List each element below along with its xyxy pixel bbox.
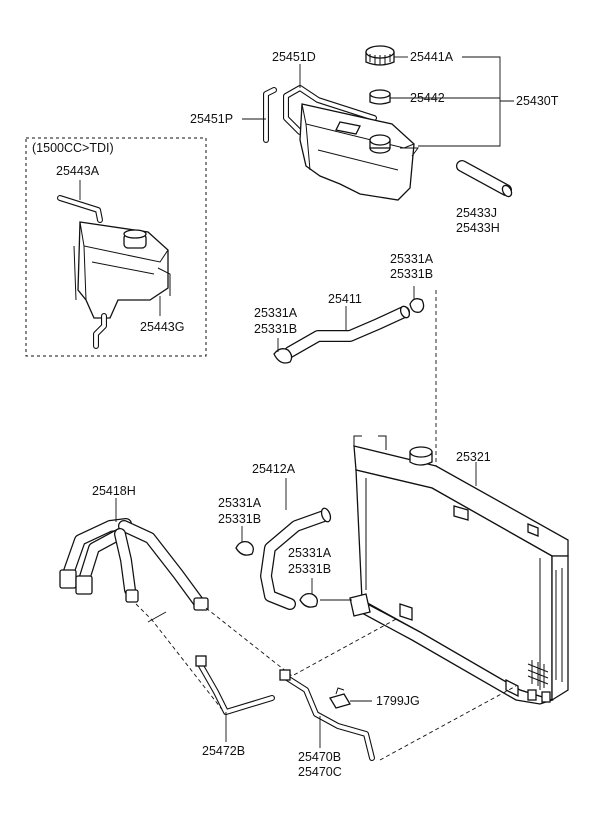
label-25331B-top: 25331B — [390, 267, 434, 281]
label-25451P: 25451P — [190, 112, 234, 126]
label-1799JG: 1799JG — [376, 694, 420, 708]
label-25412A: 25412A — [252, 462, 296, 476]
reservoir-tank — [283, 85, 419, 201]
variant-note: (1500CC>TDI) — [32, 141, 114, 155]
label-25470C: 25470C — [298, 765, 342, 779]
label-25433H: 25433H — [456, 221, 500, 235]
label-25331B-left: 25331B — [254, 322, 298, 336]
label-25331B-low: 25331B — [288, 562, 332, 576]
leader-25430T — [406, 56, 514, 147]
upper-hose-25411 — [273, 298, 425, 364]
label-25331A-mid: 25331A — [218, 496, 262, 510]
cap-25441A — [365, 45, 395, 66]
leader-25331-4 — [311, 578, 352, 601]
label-25451D: 25451D — [272, 50, 316, 64]
label-25331B-mid: 25331B — [218, 512, 262, 526]
label-25430T: 25430T — [516, 94, 559, 108]
radiator-25321 — [349, 435, 569, 705]
label-25331A-top: 25331A — [390, 252, 434, 266]
tube-25470 — [279, 669, 375, 761]
gasket-25442 — [369, 89, 391, 105]
label-25470B: 25470B — [298, 750, 342, 764]
link-tube-2 — [205, 607, 399, 677]
hose-25418H — [59, 518, 209, 611]
tube-25451P — [263, 87, 277, 143]
label-25418H: 25418H — [92, 484, 136, 498]
link-tube-4 — [147, 611, 167, 623]
label-25321: 25321 — [456, 450, 491, 464]
label-25443G: 25443G — [140, 320, 185, 334]
label-25472B: 25472B — [202, 744, 246, 758]
label-25442: 25442 — [410, 91, 445, 105]
link-tube-1 — [135, 603, 225, 713]
lower-hose-25412A — [235, 507, 332, 610]
label-25331A-left: 25331A — [254, 306, 298, 320]
reservoir-tank-tdi — [57, 195, 171, 349]
clip-1799JG — [329, 687, 351, 709]
label-25411: 25411 — [328, 292, 362, 306]
link-tube-3 — [379, 685, 517, 761]
tube-25472B — [195, 655, 275, 715]
variant-box — [25, 137, 207, 357]
hose-25433 — [456, 160, 513, 198]
label-25441A: 25441A — [410, 50, 454, 64]
label-25443A: 25443A — [56, 164, 100, 178]
label-25331A-low: 25331A — [288, 546, 332, 560]
label-25433J: 25433J — [456, 206, 498, 220]
